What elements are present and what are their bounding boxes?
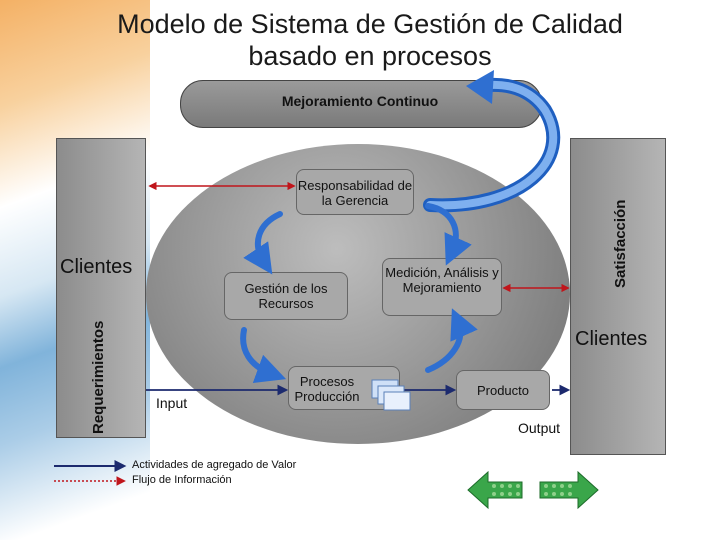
recursos-box: Gestión de los Recursos [224, 272, 348, 320]
responsabilidad-box: Responsabilidad de la Gerencia [296, 169, 414, 215]
cycle-arrow-bottom-right [425, 308, 478, 373]
title-line-1: Modelo de Sistema de Gestión de Calidad [117, 9, 623, 39]
cycle-arrow-top-right [425, 203, 472, 266]
right-client-column [570, 138, 666, 455]
left-client-column [56, 138, 146, 438]
cycle-arrow-bottom-left [240, 327, 287, 383]
process-sheets-icon [371, 379, 411, 411]
legend-info-text: Flujo de Información [132, 474, 232, 486]
output-label: Output [518, 420, 561, 436]
producto-box: Producto [456, 370, 550, 410]
cycle-arrow-top-left [243, 211, 283, 275]
medicion-box: Medición, Análisis y Mejoramiento [382, 258, 502, 316]
clientes-right-label: Clientes [575, 328, 648, 350]
title-line-2: basado en procesos [248, 41, 492, 71]
green-arrow-left-icon [467, 470, 523, 510]
input-label: Input [156, 395, 188, 411]
slide-title: Modelo de Sistema de Gestión de Calidad … [100, 8, 640, 72]
clientes-left-label: Clientes [60, 256, 133, 278]
green-arrow-right-icon [539, 470, 599, 510]
continuous-improvement-arrowhead [466, 70, 494, 104]
continuous-improvement-label: Mejoramiento Continuo [281, 93, 439, 109]
legend-value-text: Actividades de agregado de Valor [132, 459, 297, 471]
